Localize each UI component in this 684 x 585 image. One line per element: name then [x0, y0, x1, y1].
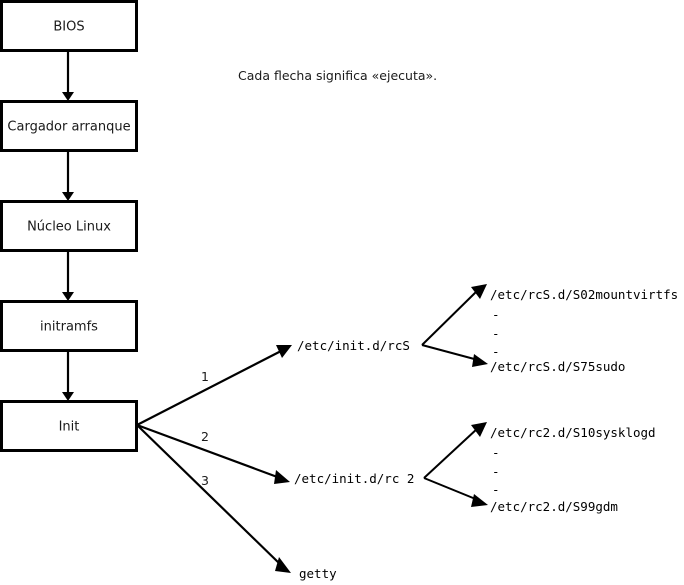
rc2-ellipsis-3: - [492, 482, 500, 497]
box-bootloader-rect [0, 100, 138, 152]
box-bootloader[interactable]: Cargador arranque [0, 100, 138, 152]
arrow-rcs-to-last-script [421, 344, 479, 361]
arrowhead-bootloader-to-kernel [62, 192, 74, 201]
arrowhead-init-to-rc2 [274, 470, 290, 484]
box-bios-label: BIOS [53, 20, 84, 35]
rc2-first-script: /etc/rc2.d/S10sysklogd [490, 425, 656, 440]
rc2-ellipsis-1: - [492, 445, 500, 460]
rcs-ellipsis-2: - [492, 326, 500, 341]
arrowhead-kernel-to-initramfs [62, 292, 74, 301]
box-init[interactable]: Init [0, 400, 138, 452]
arrow-rc2-to-first-script [423, 427, 479, 479]
box-initramfs-rect [0, 300, 138, 352]
rc2-script-arrows [423, 422, 488, 507]
arrow-init-to-rc2 [136, 423, 281, 480]
rcs-script-arrows [421, 284, 488, 367]
arrowhead-init-to-getty [275, 557, 291, 573]
rcs-last-script: /etc/rcS.d/S75sudo [490, 359, 625, 374]
label-init-d-rcs: /etc/init.d/rcS [297, 338, 410, 353]
box-kernel[interactable]: Núcleo Linux [0, 200, 138, 252]
box-bootloader-label: Cargador arranque [7, 120, 130, 135]
arrowhead-rc2-to-last-script [471, 494, 488, 507]
arrowhead-rc2-to-first-script [471, 422, 487, 437]
rc2-last-script: /etc/rc2.d/S99gdm [490, 499, 618, 514]
arrowhead-rcs-to-last-script [472, 354, 488, 367]
boot-chain-connectors [62, 51, 74, 401]
rcs-first-script: /etc/rcS.d/S02mountvirtfs [490, 287, 678, 302]
rc2-ellipsis-2: - [492, 464, 500, 479]
arrow-rc2-to-last-script [423, 477, 479, 501]
arrow-init-to-getty [136, 424, 282, 566]
box-bios-rect [0, 0, 138, 52]
label-init-d-rc2: /etc/init.d/rc 2 [294, 471, 414, 486]
branch-number-3: 3 [201, 473, 209, 488]
rcs-ellipsis-1: - [492, 307, 500, 322]
arrow-init-to-rcs [136, 349, 284, 426]
box-bios[interactable]: BIOS [0, 0, 138, 52]
box-initramfs-label: initramfs [40, 320, 98, 335]
branch-number-1: 1 [201, 369, 209, 384]
arrowhead-rcs-to-first-script [471, 284, 487, 299]
init-branch-arrows: 1 2 3 [136, 345, 292, 573]
branch-number-2: 2 [201, 429, 209, 444]
diagram-caption: Cada flecha significa «ejecuta». [238, 68, 437, 83]
arrowhead-init-to-rcs [276, 345, 292, 358]
rcs-ellipsis-3: - [492, 344, 500, 359]
arrowhead-initramfs-to-init [62, 392, 74, 401]
box-kernel-rect [0, 200, 138, 252]
arrow-rcs-to-first-script [421, 289, 479, 346]
label-getty: getty [299, 566, 337, 581]
box-kernel-label: Núcleo Linux [27, 220, 111, 235]
box-init-label: Init [59, 420, 80, 435]
box-initramfs[interactable]: initramfs [0, 300, 138, 352]
arrowhead-bios-to-bootloader [62, 92, 74, 101]
